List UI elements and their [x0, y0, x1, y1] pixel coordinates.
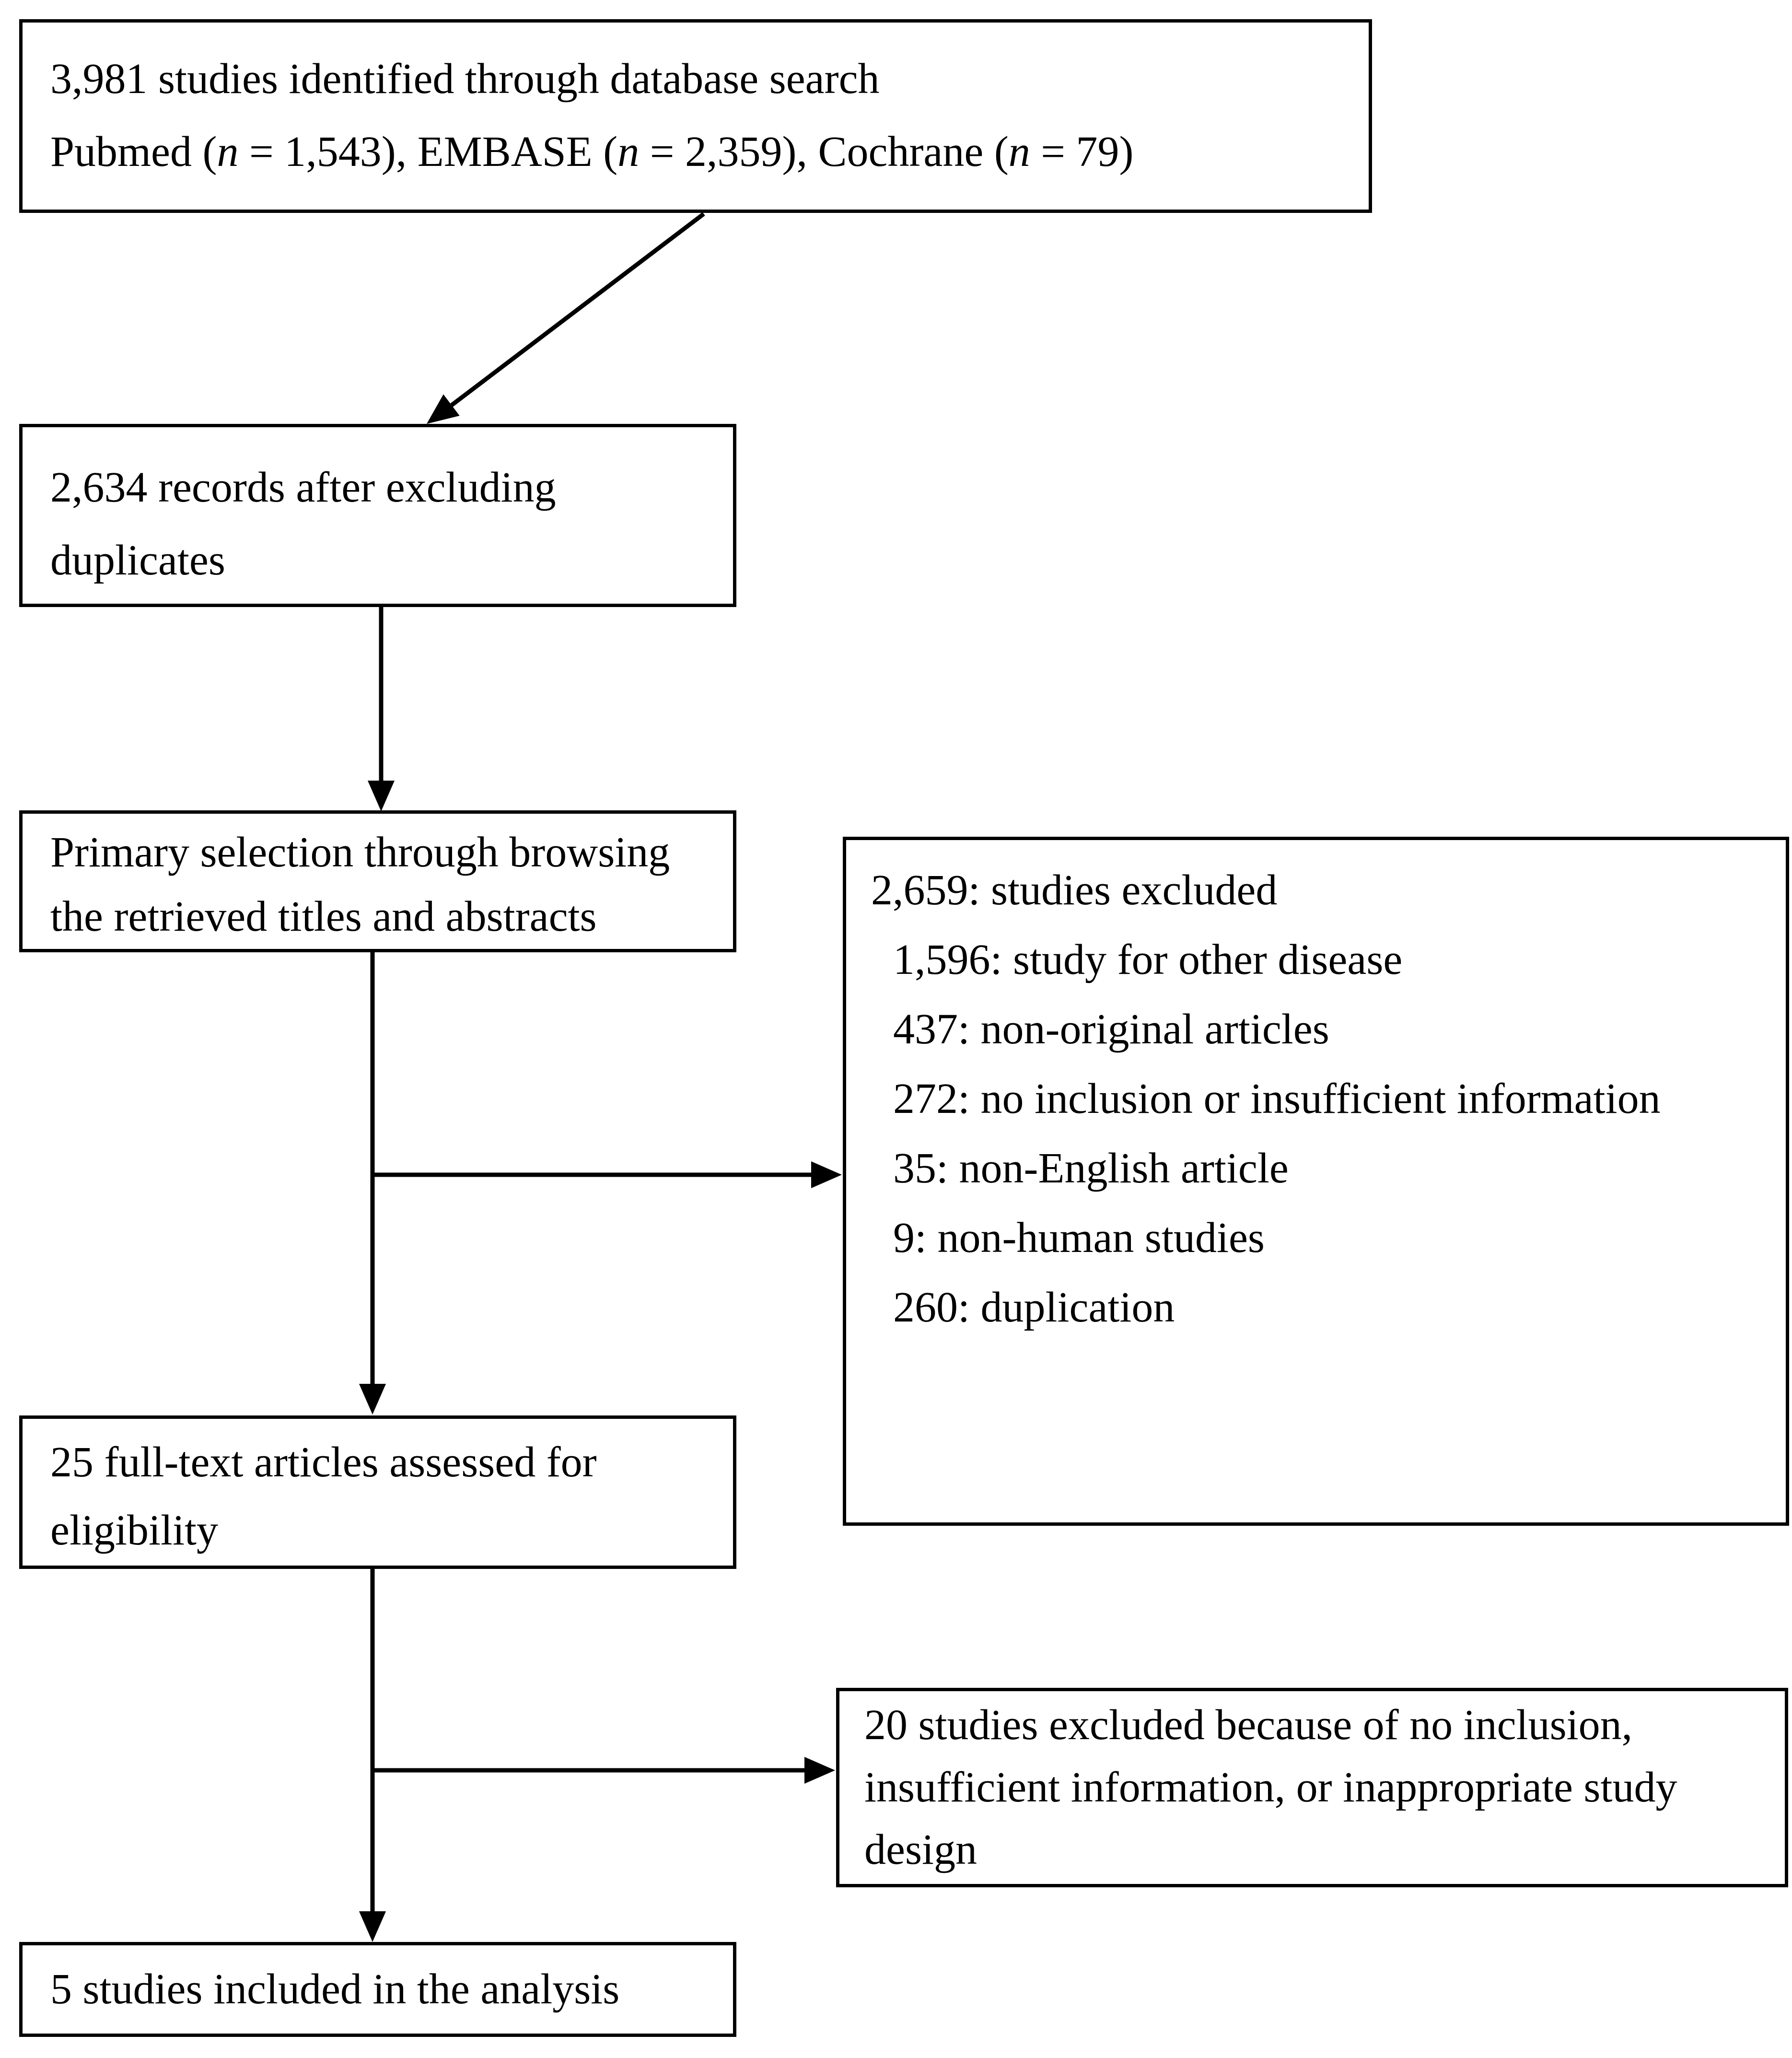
excluded-fulltext-line3: design — [864, 1826, 977, 1873]
excluded-reason-non-human: 9: non-human studies — [893, 1214, 1265, 1262]
primary-selection-line1: Primary selection through browsing — [50, 829, 670, 876]
arrow-screening-to-excluded — [372, 1161, 842, 1188]
arrow-screening-to-fulltext — [359, 951, 386, 1415]
studies-included-box: 5 studies included in the analysis — [19, 1942, 736, 2037]
studies-excluded-screening-box: 2,659: studies excluded 1,596: study for… — [843, 837, 1789, 1526]
excluded-reason-no-inclusion: 272: no inclusion or insufficient inform… — [893, 1075, 1661, 1123]
excluded-reason-other-disease: 1,596: study for other disease — [893, 936, 1403, 983]
studies-identified-box: 3,981 studies identified through databas… — [19, 19, 1372, 213]
records-after-duplicates-line2: duplicates — [50, 537, 225, 584]
excluded-fulltext-line1: 20 studies excluded because of no inclus… — [864, 1701, 1633, 1749]
studies-identified-line1: 3,981 studies identified through databas… — [50, 55, 880, 103]
excluded-reason-non-original: 437: non-original articles — [893, 1006, 1329, 1053]
arrow-records-to-screening — [368, 606, 395, 811]
records-after-duplicates-line1: 2,634 records after excluding — [50, 464, 556, 511]
studies-included-line1: 5 studies included in the analysis — [50, 1965, 620, 2013]
arrow-fulltext-to-excluded — [372, 1757, 835, 1784]
records-after-duplicates-box: 2,634 records after excluding duplicates — [19, 424, 736, 607]
arrow-fulltext-to-included — [359, 1567, 386, 1942]
fulltext-assessed-line1: 25 full-text articles assessed for — [50, 1438, 597, 1486]
excluded-reason-duplication: 260: duplication — [893, 1284, 1175, 1331]
primary-selection-line2: the retrieved titles and abstracts — [50, 893, 597, 940]
arrow-search-to-records — [427, 212, 705, 424]
fulltext-assessed-box: 25 full-text articles assessed for eligi… — [19, 1415, 736, 1569]
studies-excluded-fulltext-box: 20 studies excluded because of no inclus… — [836, 1688, 1788, 1887]
studies-identified-line2: Pubmed (n = 1,543), EMBASE (n = 2,359), … — [50, 128, 1134, 175]
excluded-screening-total: 2,659: studies excluded — [871, 866, 1278, 914]
fulltext-assessed-line2: eligibility — [50, 1507, 218, 1554]
excluded-reason-non-english: 35: non-English article — [893, 1145, 1289, 1192]
excluded-fulltext-line2: insufficient information, or inappropria… — [864, 1764, 1677, 1811]
primary-selection-box: Primary selection through browsing the r… — [19, 810, 736, 952]
